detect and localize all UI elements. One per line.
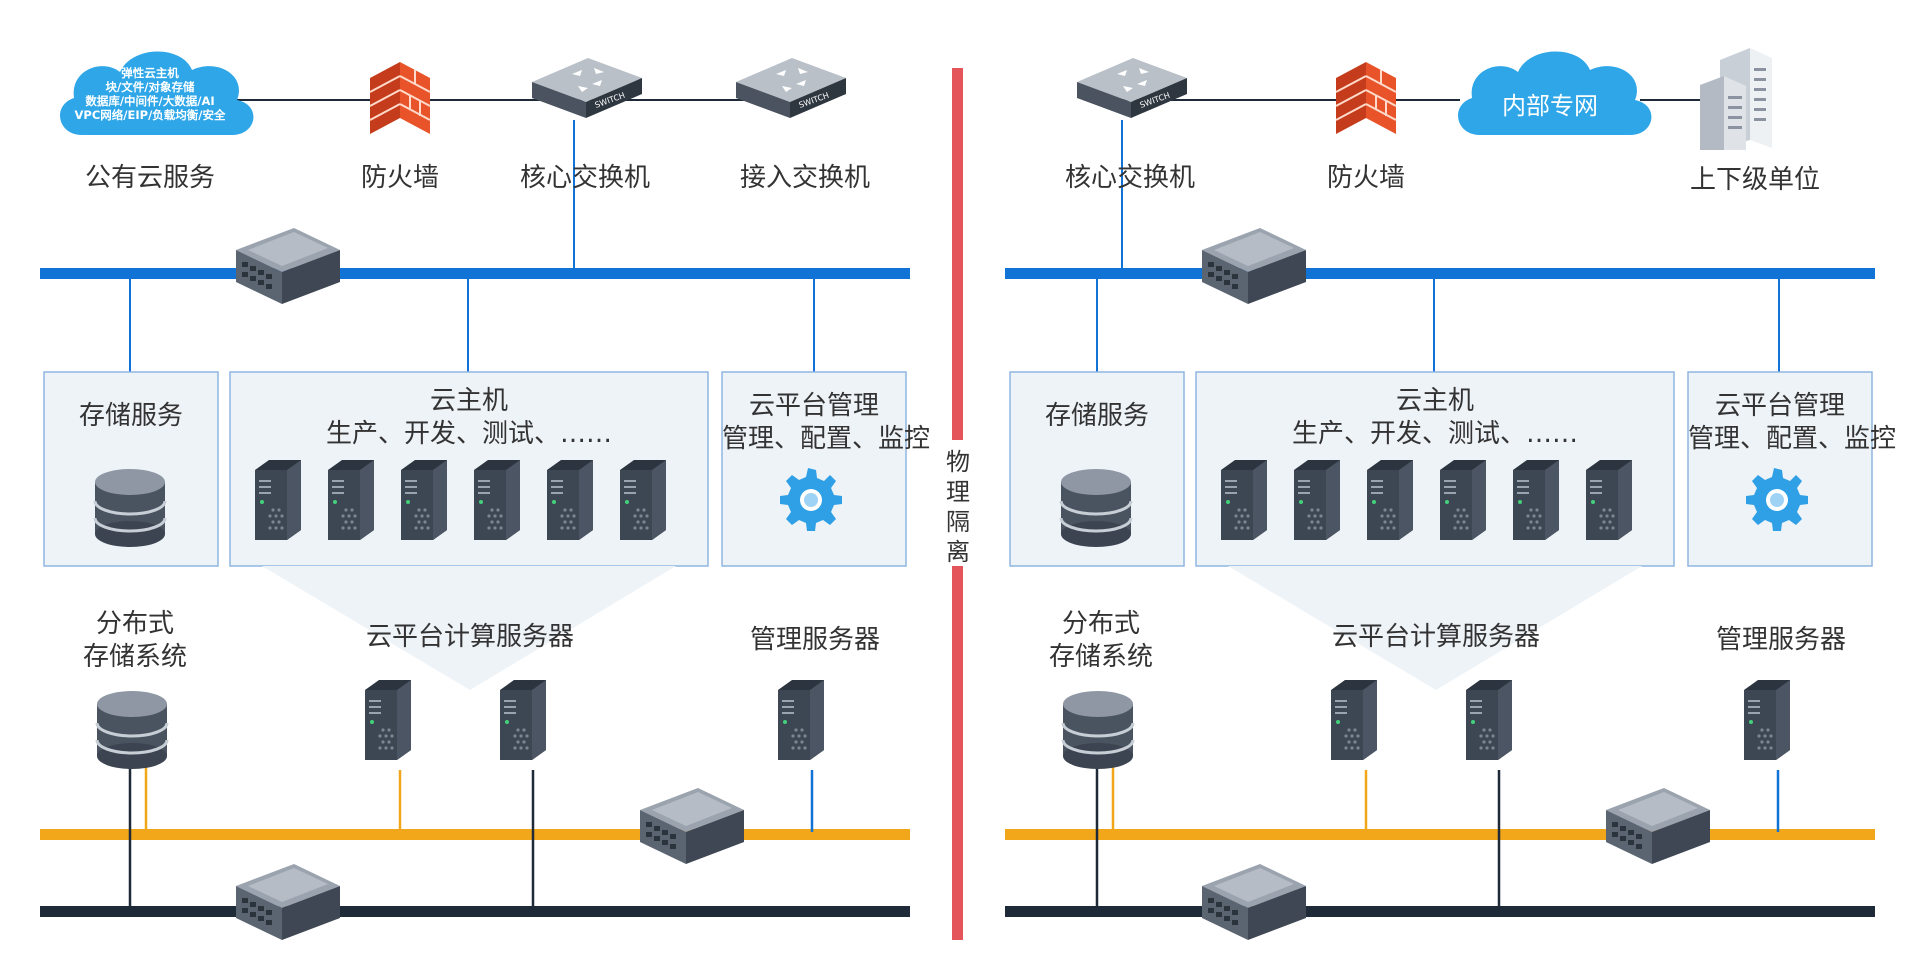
server-icon xyxy=(255,460,301,540)
left-network xyxy=(40,51,910,940)
cloud-line: 块/文件/对象存储 xyxy=(105,80,195,94)
units-label: 上下级单位 xyxy=(1689,165,1820,195)
orange-bus-left xyxy=(40,829,910,840)
server-icon xyxy=(1440,460,1486,540)
mgmt-servers-label: 管理服务器 xyxy=(1715,625,1846,655)
distributed-storage-icon xyxy=(95,689,169,771)
mgmt-subtitle: 管理、配置、监控 xyxy=(722,424,931,454)
switch-dark-icon xyxy=(1202,864,1306,940)
mgmt-panel xyxy=(721,371,907,567)
dist-storage-label-2: 存储系统 xyxy=(82,642,187,672)
divider-top xyxy=(952,68,963,440)
router-icon xyxy=(1202,228,1306,304)
mgmt-panel xyxy=(1687,371,1873,567)
firewall-icon xyxy=(1335,61,1397,135)
server-icon xyxy=(547,460,593,540)
server-icon xyxy=(1367,460,1413,540)
vm-subtitle: 生产、开发、测试、…… xyxy=(1291,419,1578,449)
vm-title: 云主机 xyxy=(429,386,508,416)
building-icon xyxy=(1700,48,1772,150)
public-cloud-label: 公有云服务 xyxy=(84,163,215,193)
server-icon xyxy=(620,460,666,540)
core-switch-icon xyxy=(532,58,642,118)
database-icon xyxy=(1059,467,1133,549)
isolation-char: 理 xyxy=(946,478,970,506)
core-switch-label: 核心交换机 xyxy=(1064,163,1195,193)
compute-server-icon xyxy=(1331,680,1377,760)
dist-storage-label-1: 分布式 xyxy=(95,609,174,639)
server-icon xyxy=(1294,460,1340,540)
isolation-char: 物 xyxy=(946,448,970,476)
private-network-label: 内部专网 xyxy=(1502,92,1598,120)
server-icon xyxy=(1513,460,1559,540)
right-network xyxy=(1005,48,1875,940)
cloud-line: VPC网络/EIP/负载均衡/安全 xyxy=(74,108,226,122)
divider-bottom xyxy=(952,566,963,940)
switch-dark-icon xyxy=(236,864,340,940)
orange-bus-right xyxy=(1005,829,1875,840)
core-switch-icon xyxy=(1077,58,1187,118)
storage-service-label: 存储服务 xyxy=(1044,401,1149,431)
access-switch-label: 接入交换机 xyxy=(739,163,870,193)
mgmt-title: 云平台管理 xyxy=(748,391,879,421)
server-icon xyxy=(1586,460,1632,540)
mgmt-servers-label: 管理服务器 xyxy=(749,625,880,655)
compute-servers-label: 云平台计算服务器 xyxy=(1331,622,1540,652)
cloud-line: 数据库/中间件/大数据/AI xyxy=(85,94,215,108)
access-switch-icon xyxy=(736,58,846,118)
firewall-label: 防火墙 xyxy=(360,163,439,193)
isolation-char: 离 xyxy=(946,538,970,566)
compute-server-icon xyxy=(365,680,411,760)
server-icon xyxy=(401,460,447,540)
public-cloud-text: 弹性云主机 块/文件/对象存储 数据库/中间件/大数据/AI VPC网络/EIP… xyxy=(60,66,240,122)
database-icon xyxy=(93,467,167,549)
physical-isolation-label: 物 理 隔 离 xyxy=(943,447,973,567)
dist-storage-label-1: 分布式 xyxy=(1061,609,1140,639)
compute-server-icon xyxy=(500,680,546,760)
compute-servers-label: 云平台计算服务器 xyxy=(365,622,574,652)
isolation-char: 隔 xyxy=(946,508,970,536)
blue-bus-right xyxy=(1005,268,1875,279)
vm-title: 云主机 xyxy=(1395,386,1474,416)
dark-bus-right xyxy=(1005,906,1875,917)
switch-orange-icon xyxy=(1606,788,1710,864)
vm-subtitle: 生产、开发、测试、…… xyxy=(325,419,612,449)
dist-storage-label-2: 存储系统 xyxy=(1048,642,1153,672)
compute-server-icon xyxy=(1466,680,1512,760)
mgmt-title: 云平台管理 xyxy=(1714,391,1845,421)
mgmt-server-icon xyxy=(778,680,824,760)
storage-service-label: 存储服务 xyxy=(78,401,183,431)
blue-bus-left xyxy=(40,268,910,279)
core-switch-label: 核心交换机 xyxy=(519,163,650,193)
mgmt-subtitle: 管理、配置、监控 xyxy=(1688,424,1897,454)
switch-orange-icon xyxy=(640,788,744,864)
firewall-label: 防火墙 xyxy=(1326,163,1405,193)
mgmt-server-icon xyxy=(1744,680,1790,760)
firewall-icon xyxy=(369,61,431,135)
server-icon xyxy=(328,460,374,540)
dark-bus-left xyxy=(40,906,910,917)
router-icon xyxy=(236,228,340,304)
server-icon xyxy=(474,460,520,540)
cloud-line: 弹性云主机 xyxy=(121,66,179,80)
distributed-storage-icon xyxy=(1061,689,1135,771)
server-icon xyxy=(1221,460,1267,540)
